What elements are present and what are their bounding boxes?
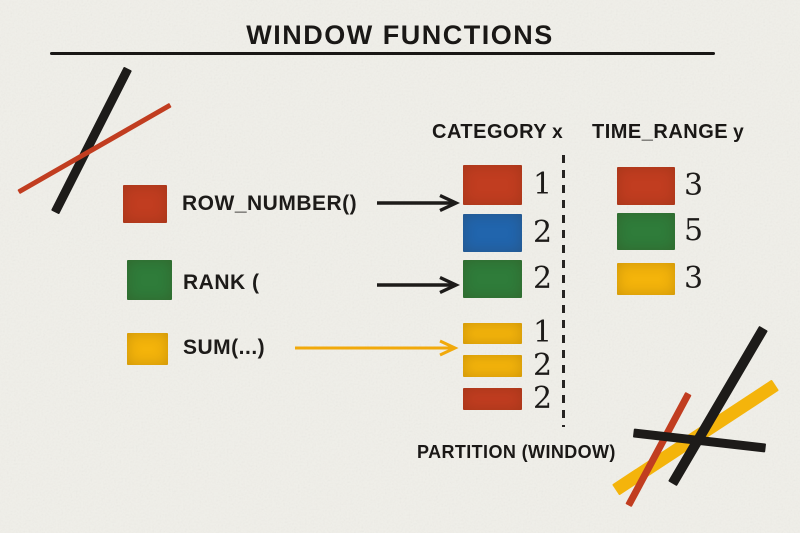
category-cell-value: 2: [533, 381, 553, 416]
legend-label-sum: SUM(...): [183, 336, 266, 359]
category-cell: [463, 260, 522, 298]
legend-label-rank: RANK (: [183, 271, 260, 294]
category-cell-value: 2: [533, 215, 553, 250]
legend-label-row-number: ROW_NUMBER(): [182, 192, 358, 215]
legend-swatch-row-number: [123, 185, 167, 223]
category-cell: [463, 165, 522, 205]
time-range-cell: [617, 167, 675, 205]
deco-line-black-topleft: [51, 66, 132, 214]
category-cell-value: 2: [533, 348, 553, 383]
category-cell: [463, 323, 522, 344]
category-cell-value: 1: [533, 315, 553, 350]
category-cell: [463, 214, 522, 252]
time-range-cell-value: 3: [684, 261, 704, 296]
partition-window-label: PARTITION (WINDOW): [417, 442, 616, 462]
category-cell-value: 2: [533, 261, 553, 296]
category-header-variable: x: [552, 122, 564, 143]
arrow-right-icon: [293, 339, 463, 357]
legend-swatch-rank: [127, 260, 172, 300]
time-range-header-variable: y: [733, 122, 745, 143]
category-header-text: CATEGORY: [432, 121, 548, 143]
time-range-cell-value: 3: [684, 168, 704, 203]
legend-swatch-sum: [127, 333, 168, 365]
deco-line-red-topleft: [16, 102, 172, 195]
partition-divider-dashed-line: [562, 155, 565, 427]
time-range-cell-value: 5: [684, 213, 704, 248]
arrow-right-icon: [374, 275, 462, 295]
category-cell: [463, 388, 522, 410]
time-range-cell: [617, 263, 675, 295]
page-title: WINDOW FUNCTIONS: [246, 20, 554, 50]
title-underline: [50, 52, 715, 55]
category-cell: [463, 355, 522, 377]
time-range-header-text: TIME_RANGE: [592, 121, 729, 143]
time-range-cell: [617, 213, 675, 250]
arrow-right-icon: [374, 193, 462, 213]
category-cell-value: 1: [533, 167, 553, 202]
